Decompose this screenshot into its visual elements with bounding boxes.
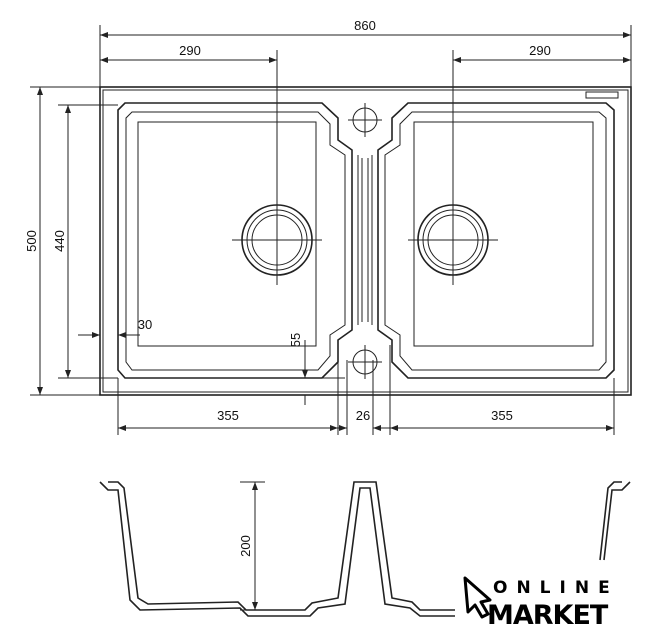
dim-divider-width: 26 bbox=[356, 408, 370, 423]
online-market-logo: ONLINE MARKET bbox=[463, 576, 619, 631]
dim-right-bowl-width: 355 bbox=[491, 408, 513, 423]
top-view: 860 290 290 500 440 30 55 355 26 355 bbox=[24, 18, 632, 435]
dim-right-drain: 290 bbox=[529, 43, 551, 58]
dim-overall-depth: 500 bbox=[24, 230, 39, 252]
sink-outline bbox=[99, 86, 632, 396]
logo-line2: MARKET bbox=[487, 600, 609, 631]
dim-left-bowl-width: 355 bbox=[217, 408, 239, 423]
dim-left-drain: 290 bbox=[179, 43, 201, 58]
dim-bowl-depth: 440 bbox=[52, 230, 67, 252]
dim-overall-width: 860 bbox=[354, 18, 376, 33]
side-section-view: 200 bbox=[99, 481, 631, 617]
cursor-arrow-icon bbox=[463, 576, 492, 619]
dim-bowl-height: 200 bbox=[238, 535, 253, 557]
dim-side-rim: 30 bbox=[138, 317, 152, 332]
tap-hole-marker bbox=[585, 91, 619, 99]
logo-line1: ONLINE bbox=[493, 578, 619, 598]
dim-front-rim: 55 bbox=[288, 333, 303, 347]
